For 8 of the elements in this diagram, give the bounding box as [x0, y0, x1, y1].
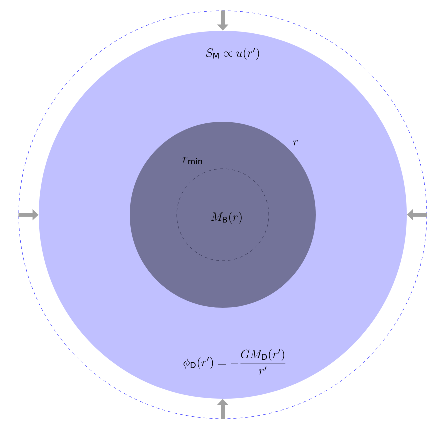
dashed-circle	[176, 168, 270, 262]
formula: $M_{\mathrm{B}}(r)$	[212, 212, 242, 224]
radius-label: $r$	[294, 140, 298, 146]
inner-disc	[130, 122, 316, 308]
dashed-circle	[18, 10, 428, 420]
formula: $S_{\mathrm{M}} \propto u(r')$	[206, 48, 260, 60]
radius-label: $r_{\mathrm{min}}$	[182, 157, 202, 165]
formula: $\phi_{\mathrm{D}}(r') = -\frac{G M_{\mathrm{D}}(r')}{r'}$	[184, 349, 286, 375]
